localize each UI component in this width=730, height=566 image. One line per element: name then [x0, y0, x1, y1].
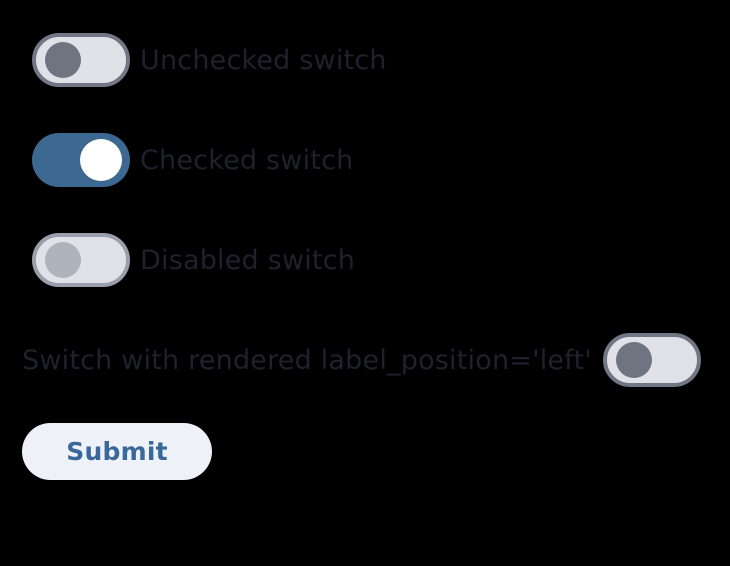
switch-row-left-label: Switch with rendered label_position='lef… — [22, 333, 701, 387]
left-label-switch[interactable] — [602, 333, 701, 387]
switch-thumb-icon — [45, 242, 81, 278]
switch-thumb-icon — [615, 342, 652, 378]
checked-switch[interactable] — [32, 133, 130, 187]
switch-thumb-icon — [45, 42, 81, 78]
switch-row-unchecked: Unchecked switch — [32, 33, 387, 87]
switch-thumb-icon — [80, 139, 122, 181]
unchecked-switch-label: Unchecked switch — [140, 44, 387, 76]
left-label-switch-label: Switch with rendered label_position='lef… — [22, 344, 592, 376]
unchecked-switch[interactable] — [32, 33, 130, 87]
checked-switch-label: Checked switch — [140, 144, 354, 176]
switch-row-checked: Checked switch — [32, 133, 353, 187]
submit-button[interactable]: Submit — [22, 423, 212, 480]
disabled-switch-label: Disabled switch — [140, 244, 356, 276]
disabled-switch — [32, 233, 130, 287]
switch-row-disabled: Disabled switch — [32, 233, 355, 287]
